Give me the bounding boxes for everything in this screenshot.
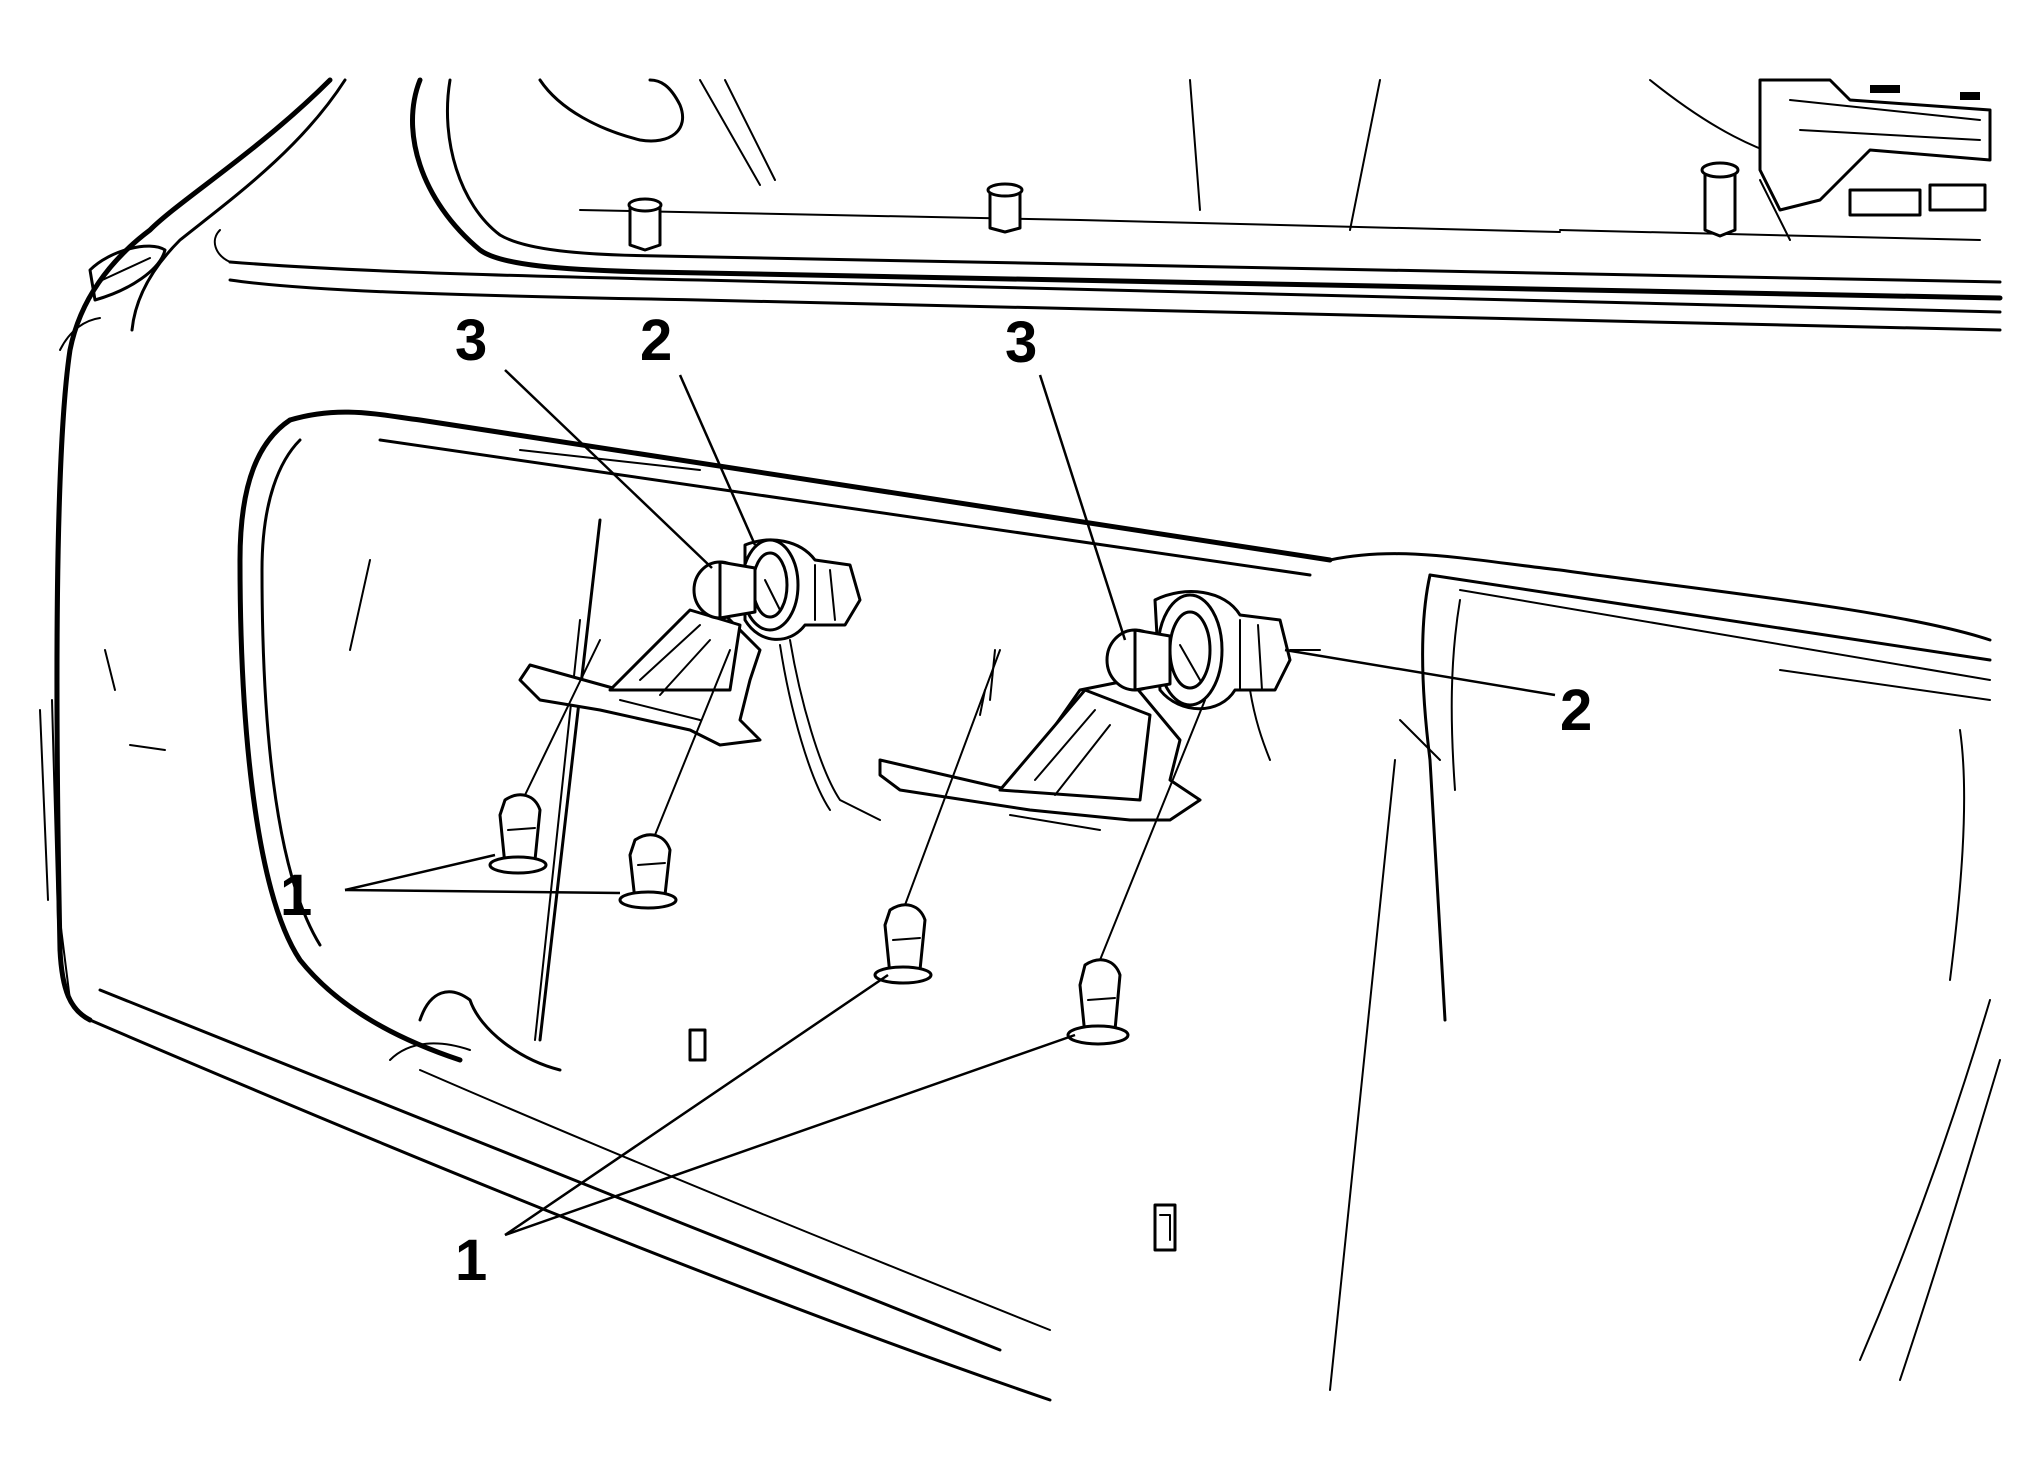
callout-socket-right: 2 — [1560, 678, 1592, 743]
push-pin-fasteners — [488, 639, 1206, 1046]
callout-fastener-bottom: 1 — [455, 1228, 487, 1293]
license-lamp-right — [878, 590, 1321, 831]
latch-bracket-assembly — [1758, 78, 1992, 241]
callout-socket-left: 2 — [640, 308, 672, 373]
callout-fastener-left: 1 — [280, 863, 312, 928]
callout-labels: 1 1 2 2 3 3 — [280, 308, 1592, 1293]
bumper-fascia-outline — [39, 77, 1052, 1402]
callout-bulb-left: 3 — [455, 308, 487, 373]
fastener-1c — [873, 903, 933, 985]
license-plate-pocket — [237, 409, 2001, 1391]
fastener-1a — [488, 793, 548, 875]
trunk-lid-upper-edge — [213, 77, 2003, 332]
fastener-1d — [1066, 958, 1130, 1046]
fastener-1b — [618, 833, 678, 910]
trunk-studs — [627, 161, 1740, 252]
leader-lines — [344, 369, 1556, 1237]
callout-bulb-right: 3 — [1005, 310, 1037, 375]
license-lamp-left — [518, 538, 881, 821]
